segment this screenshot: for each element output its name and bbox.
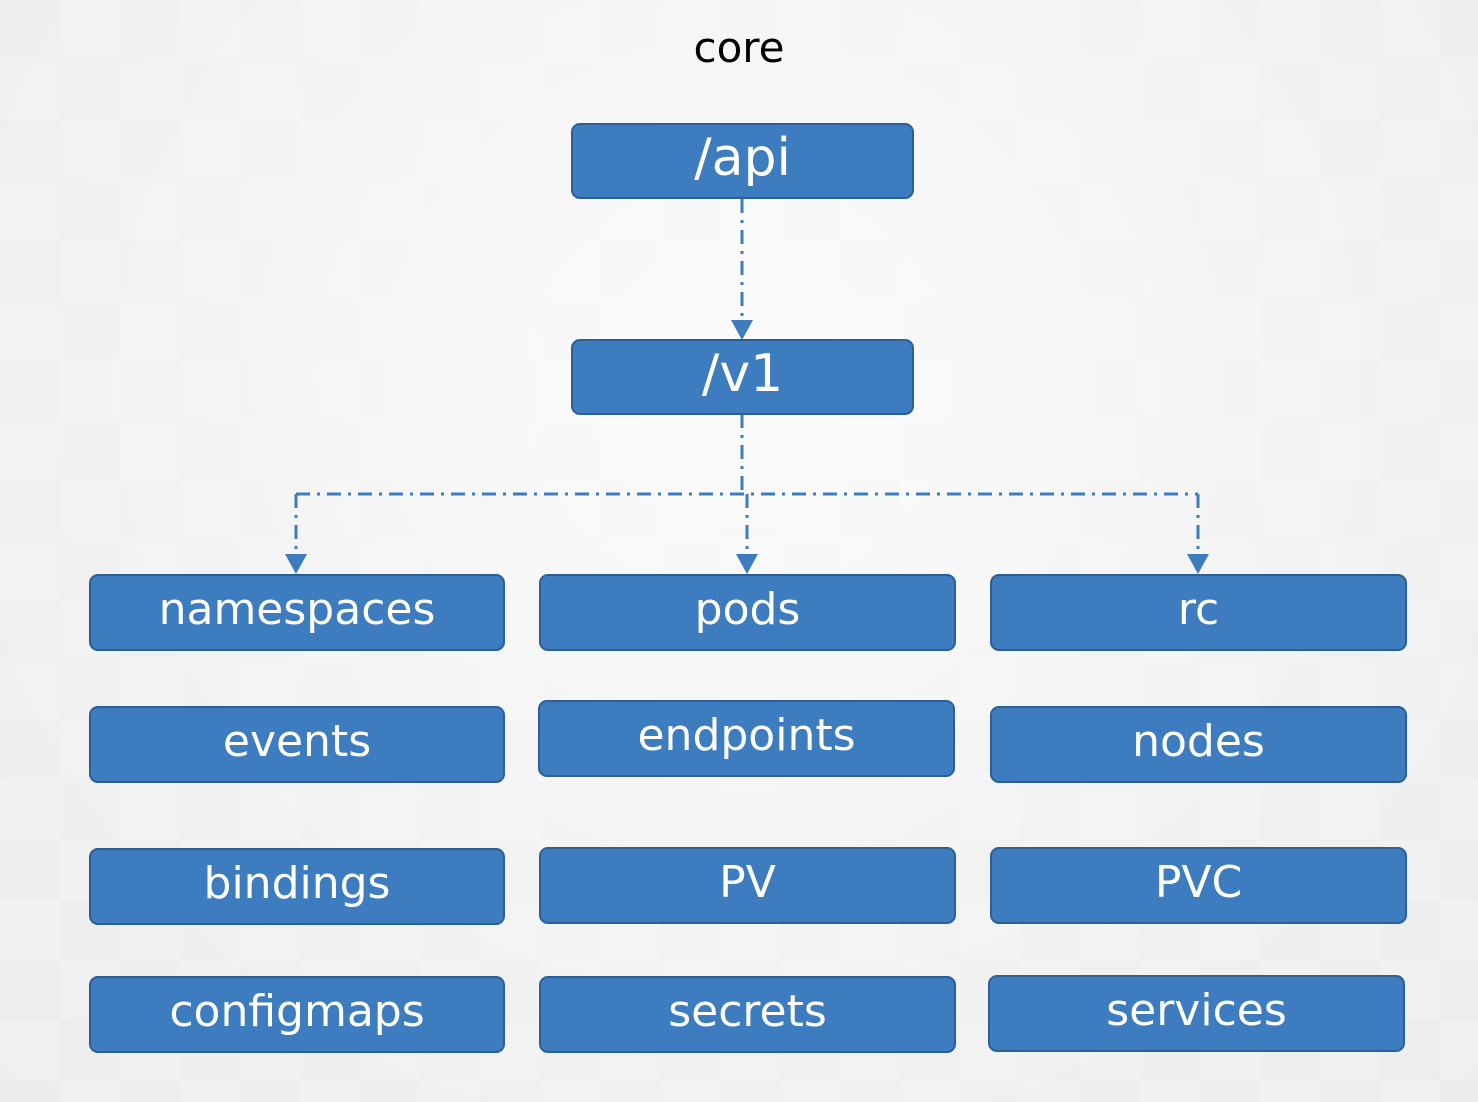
node-endpoints: endpoints bbox=[538, 700, 955, 777]
node-bindings: bindings bbox=[89, 848, 505, 925]
node-rc: rc bbox=[990, 574, 1407, 651]
arrowhead-pods bbox=[736, 554, 758, 574]
node-pvc: PVC bbox=[990, 847, 1407, 924]
arrowhead-namespaces bbox=[285, 554, 307, 574]
node-secrets: secrets bbox=[539, 976, 956, 1053]
node-services: services bbox=[988, 975, 1405, 1052]
node-pv: PV bbox=[539, 847, 956, 924]
node-events: events bbox=[89, 706, 505, 783]
arrowhead-rc bbox=[1187, 554, 1209, 574]
node-nodes: nodes bbox=[990, 706, 1407, 783]
node-configmaps: configmaps bbox=[89, 976, 505, 1053]
node-api: /api bbox=[571, 123, 914, 199]
node-pods: pods bbox=[539, 574, 956, 651]
diagram-title: core bbox=[693, 23, 785, 72]
node-namespaces: namespaces bbox=[89, 574, 505, 651]
arrowhead-v1 bbox=[731, 320, 753, 340]
node-v1: /v1 bbox=[571, 339, 914, 415]
